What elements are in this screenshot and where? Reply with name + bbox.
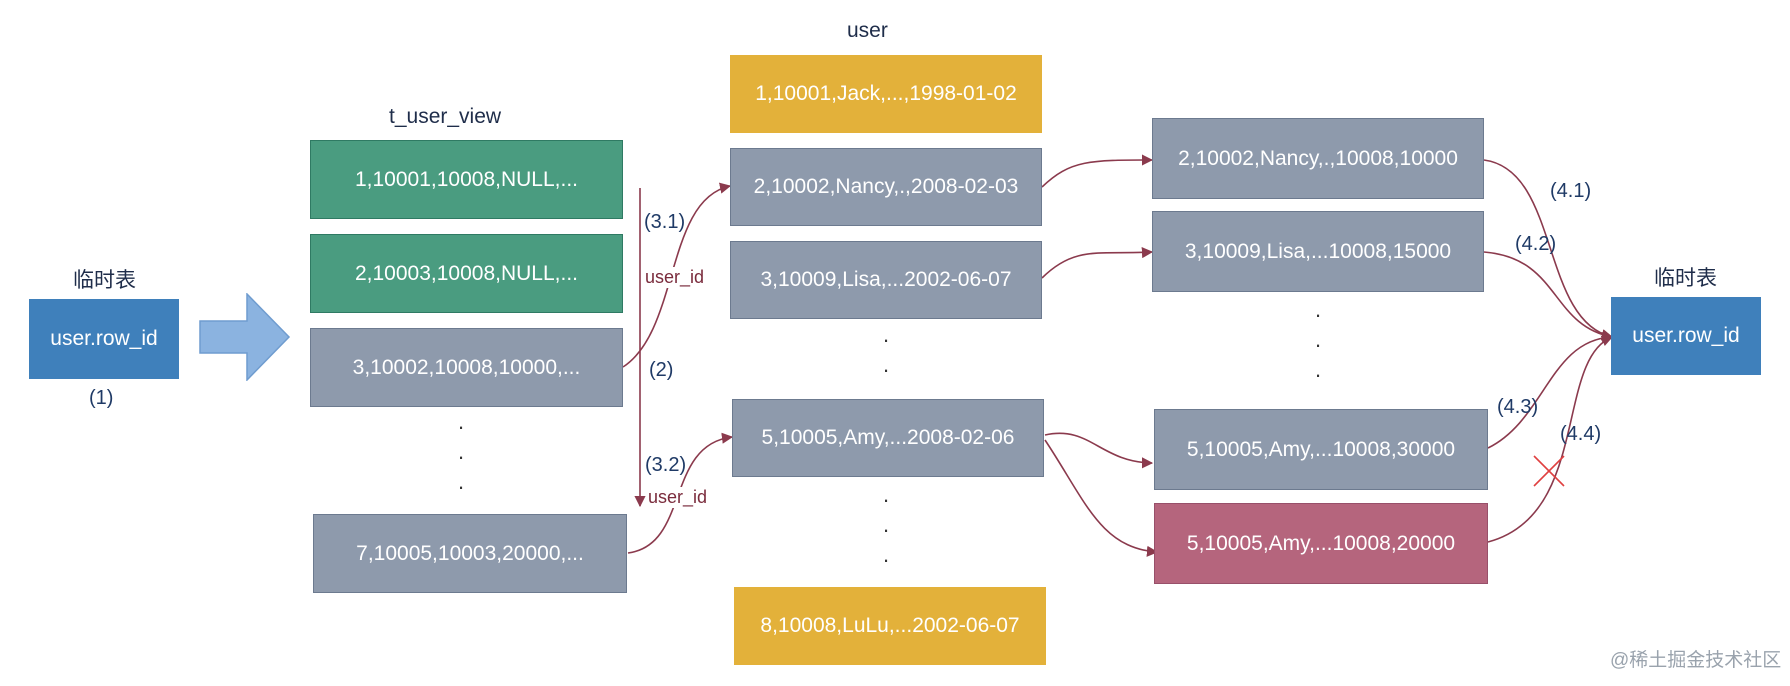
user-amy-to-result1-arrow <box>1044 432 1154 469</box>
user-lisa-to-result-arrow <box>1041 246 1154 279</box>
user-row: 5,10005,Amy,...2008-02-06 <box>732 399 1044 477</box>
user-row: 1,10001,Jack,...,1998-01-02 <box>730 55 1042 133</box>
t-user-view-row: 1,10001,10008,NULL,... <box>310 140 623 219</box>
join-key-upper-label: user_id <box>645 267 705 288</box>
user-amy-to-result2-arrow <box>1044 439 1159 557</box>
user-table-title: user <box>847 19 888 42</box>
user-nancy-to-result-arrow <box>1041 154 1154 188</box>
step-3-2-label: (3.2) <box>645 454 687 476</box>
user-ellipsis-2: ··· <box>882 487 890 572</box>
rejected-cross-icon-2 <box>1533 455 1565 487</box>
result-row: 2,10002,Nancy,.,10008,10000 <box>1152 118 1484 199</box>
t-user-view-row: 7,10005,10003,20000,... <box>313 514 627 593</box>
t-user-view-row: 2,10003,10008,NULL,... <box>310 234 623 313</box>
right-arrow-icon <box>199 293 291 381</box>
watermark: @稀土掘金技术社区 <box>1610 650 1782 671</box>
user-row: 2,10002,Nancy,.,2008-02-03 <box>730 148 1042 226</box>
result-row-rejected: 5,10005,Amy,...10008,20000 <box>1154 503 1488 584</box>
step-4-4-arrow <box>1487 335 1614 543</box>
result-row: 5,10005,Amy,...10008,30000 <box>1154 409 1488 490</box>
t-user-view-row: 3,10002,10008,10000,... <box>310 328 623 407</box>
step-1-label: (1) <box>89 387 114 409</box>
user-row: 8,10008,LuLu,...2002-06-07 <box>734 587 1046 665</box>
t-user-view-ellipsis: ··· <box>457 414 465 499</box>
right-temp-table-title: 临时表 <box>1654 267 1717 290</box>
left-temp-table-title: 临时表 <box>73 269 136 292</box>
user-row: 3,10009,Lisa,...2002-06-07 <box>730 241 1042 319</box>
step-4-1-label: (4.1) <box>1550 180 1592 202</box>
step-4-1-arrow <box>1483 159 1614 341</box>
step-4-3-label: (4.3) <box>1497 396 1539 418</box>
right-temp-table-box: user.row_id <box>1611 297 1761 375</box>
user-ellipsis-1: ·· <box>882 327 890 382</box>
t-user-view-title: t_user_view <box>389 105 502 128</box>
result-ellipsis: ··· <box>1314 302 1322 387</box>
step-4-3-arrow <box>1487 331 1614 449</box>
join-key-lower-label: user_id <box>648 487 708 508</box>
step-4-4-label: (4.4) <box>1560 423 1602 445</box>
step-4-2-arrow <box>1483 251 1614 341</box>
step-4-2-label: (4.2) <box>1515 233 1557 255</box>
step-3-1-label: (3.1) <box>644 211 686 233</box>
step-2-label: (2) <box>649 359 674 381</box>
result-row: 3,10009,Lisa,...10008,15000 <box>1152 211 1484 292</box>
left-temp-table-box: user.row_id <box>29 299 179 379</box>
